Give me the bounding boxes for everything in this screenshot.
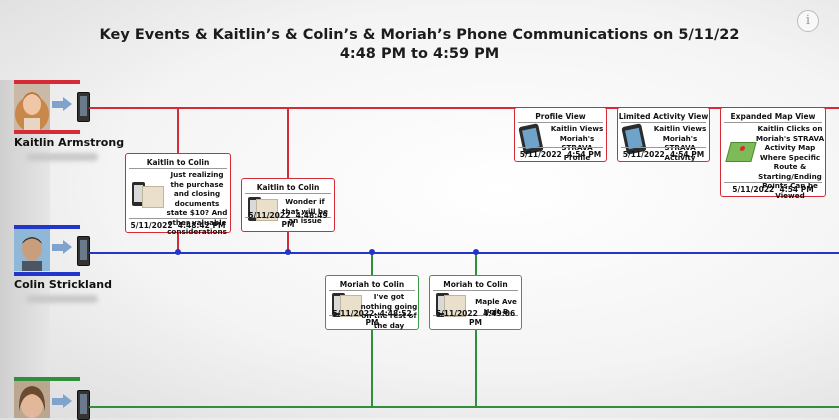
event-timestamp: 5/11/2022 4:49:06 PM (430, 309, 521, 327)
event-timestamp: 5/11/2022 4:48:49 PM (242, 211, 334, 229)
connector-event-3-bottom (371, 330, 373, 406)
connector-event-4-top (475, 252, 477, 275)
divider (433, 290, 518, 291)
divider (245, 217, 331, 218)
title-line-2: 4:48 PM to 4:59 PM (339, 46, 500, 62)
event-card[interactable]: Moriah to Colin Maple Ave Unit B 5/11/20… (429, 275, 522, 330)
event-body: Kaitlin Clicks on Moriah's STRAVA Activi… (755, 124, 825, 200)
event-date: 5/11/2022 (332, 309, 375, 318)
colin-name: Colin Strickland (14, 278, 112, 291)
map-icon (725, 142, 757, 162)
event-date: 5/11/2022 (519, 150, 562, 159)
divider (518, 122, 603, 123)
divider (129, 168, 227, 169)
event-date: 5/11/2022 (130, 221, 173, 230)
event-timestamp: 5/11/2022 4:54 PM (515, 150, 606, 159)
event-time: 4:54 PM (567, 150, 602, 159)
colin-avatar (14, 229, 50, 271)
colin-arrow-shaft (52, 244, 64, 251)
event-card[interactable]: Profile View Kaitlin Views Moriah's STRA… (514, 107, 607, 162)
colin-redacted-number (26, 295, 98, 303)
event-card[interactable]: Expanded Map View Kaitlin Clicks on Mori… (720, 107, 826, 200)
divider (129, 218, 227, 219)
event-header: Limited Activity View (618, 112, 709, 121)
event-body: Maple Ave Unit B (475, 297, 517, 316)
event-date: 5/11/2022 (435, 309, 478, 318)
divider (724, 182, 822, 183)
event-header: Kaitlin to Colin (146, 158, 210, 167)
colin-band-top (14, 225, 80, 229)
connector-event-4-bottom (475, 330, 477, 406)
event-date: 5/11/2022 (732, 185, 775, 194)
divider (621, 147, 706, 148)
colin-node (369, 249, 375, 255)
connector-event-2-bottom (287, 231, 289, 252)
event-header: Expanded Map View (730, 112, 816, 121)
moriah-arrow-shaft (52, 398, 64, 405)
event-time: 4:48:42 PM (177, 221, 226, 230)
event-card[interactable]: Kaitlin to Colin Just realizing the purc… (125, 153, 231, 236)
event-time: 4:48:49 PM (281, 211, 328, 229)
kaitlin-timeline (89, 107, 839, 109)
event-time: 4:54 PM (779, 185, 814, 194)
kaitlin-arrow-shaft (52, 101, 64, 108)
event-time: 4:49:06 PM (469, 309, 516, 327)
event-timestamp: 5/11/2022 4:54 PM (721, 185, 825, 194)
event-body: Just realizing the purchase and closing … (166, 170, 228, 236)
connector-event-2-top (287, 107, 289, 179)
chart-title: Key Events & Kaitlin’s & Colin’s & Moria… (0, 26, 839, 64)
colin-node (175, 249, 181, 255)
colin-phone-icon (77, 236, 90, 266)
divider (724, 122, 822, 123)
colin-band-bottom (14, 272, 80, 276)
event-date: 5/11/2022 (248, 211, 291, 220)
message-image-icon (340, 295, 362, 317)
event-body: Wonder if that will be an issue (282, 197, 328, 225)
event-card[interactable]: Moriah to Colin I've got nothing going o… (325, 275, 419, 330)
info-icon[interactable]: i (797, 10, 819, 32)
event-timestamp: 5/11/2022 4:48:42 PM (126, 221, 230, 230)
divider (433, 315, 518, 316)
moriah-timeline (89, 406, 839, 408)
connector-event-1-top (177, 107, 179, 154)
message-image-icon (444, 295, 466, 317)
message-image-icon (142, 186, 164, 208)
event-timestamp: 5/11/2022 4:48:52 PM (326, 309, 418, 327)
moriah-arrow-head-icon (63, 394, 72, 408)
moriah-band-top (14, 377, 80, 381)
event-header: Profile View (535, 112, 586, 121)
colin-timeline (89, 252, 839, 254)
kaitlin-band-bottom (14, 130, 80, 134)
divider (621, 122, 706, 123)
divider (518, 147, 603, 148)
event-header: Moriah to Colin (339, 280, 405, 289)
phone-message-icon (132, 182, 145, 206)
kaitlin-avatar (14, 84, 50, 130)
divider (245, 193, 331, 194)
colin-arrow-head-icon (63, 240, 72, 254)
moriah-avatar (14, 381, 50, 418)
event-time: 4:48:52 PM (365, 309, 412, 327)
kaitlin-redacted-number (26, 153, 98, 161)
event-header: Moriah to Colin (443, 280, 508, 289)
event-header: Kaitlin to Colin (256, 183, 320, 192)
event-timestamp: 5/11/2022 4:54 PM (618, 150, 709, 159)
event-card[interactable]: Limited Activity View Kaitlin Views Mori… (617, 107, 710, 162)
divider (329, 315, 415, 316)
kaitlin-band-top (14, 80, 80, 84)
colin-node (285, 249, 291, 255)
connector-event-3-top (371, 252, 373, 275)
connector-event-1-bottom (177, 232, 179, 252)
event-card[interactable]: Kaitlin to Colin Wonder if that will be … (241, 178, 335, 232)
event-date: 5/11/2022 (622, 150, 665, 159)
kaitlin-name: Kaitlin Armstrong (14, 136, 125, 149)
colin-node (473, 249, 479, 255)
moriah-phone-icon (77, 390, 90, 420)
message-image-icon (256, 199, 278, 221)
event-time: 4:54 PM (670, 150, 705, 159)
divider (329, 290, 415, 291)
kaitlin-arrow-head-icon (63, 97, 72, 111)
title-line-1: Key Events & Kaitlin’s & Colin’s & Moria… (99, 27, 740, 43)
